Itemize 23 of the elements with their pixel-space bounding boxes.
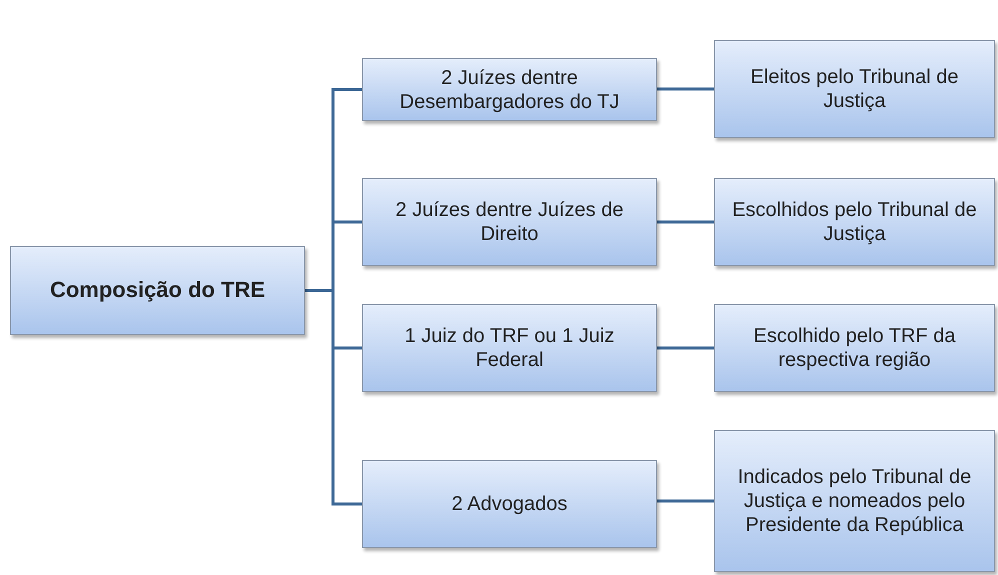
process-box — [714, 304, 995, 392]
box-label: Eleitos pelo Tribunal de Justiça — [750, 65, 960, 113]
process-box — [714, 430, 995, 572]
process-box — [714, 178, 995, 266]
box-label: 2 Juízes dentre Juízes de Direito — [394, 198, 624, 246]
connector-line — [305, 289, 362, 506]
process-box — [362, 304, 657, 392]
box-label: Escolhidos pelo Tribunal de Justiça — [731, 198, 978, 246]
process-box — [362, 460, 657, 548]
box-label: Composição do TRE — [50, 277, 266, 304]
process-box — [362, 178, 657, 266]
process-box — [714, 40, 995, 138]
box-label: 2 Juízes dentre Desembargadores do TJ — [398, 66, 620, 114]
connector-line — [657, 88, 714, 90]
process-box — [10, 246, 305, 335]
connector-line — [657, 500, 714, 502]
box-label: Escolhido pelo TRF da respectiva região — [752, 324, 956, 372]
box-label: 2 Advogados — [452, 492, 568, 516]
box-label: 1 Juiz do TRF ou 1 Juiz Federal — [404, 324, 616, 372]
connector-line — [657, 220, 714, 224]
box-label: Indicados pelo Tribunal de Justiça e nomeados pelo Presidente da República — [736, 465, 972, 537]
connector-line — [657, 346, 714, 350]
process-box — [362, 58, 657, 121]
